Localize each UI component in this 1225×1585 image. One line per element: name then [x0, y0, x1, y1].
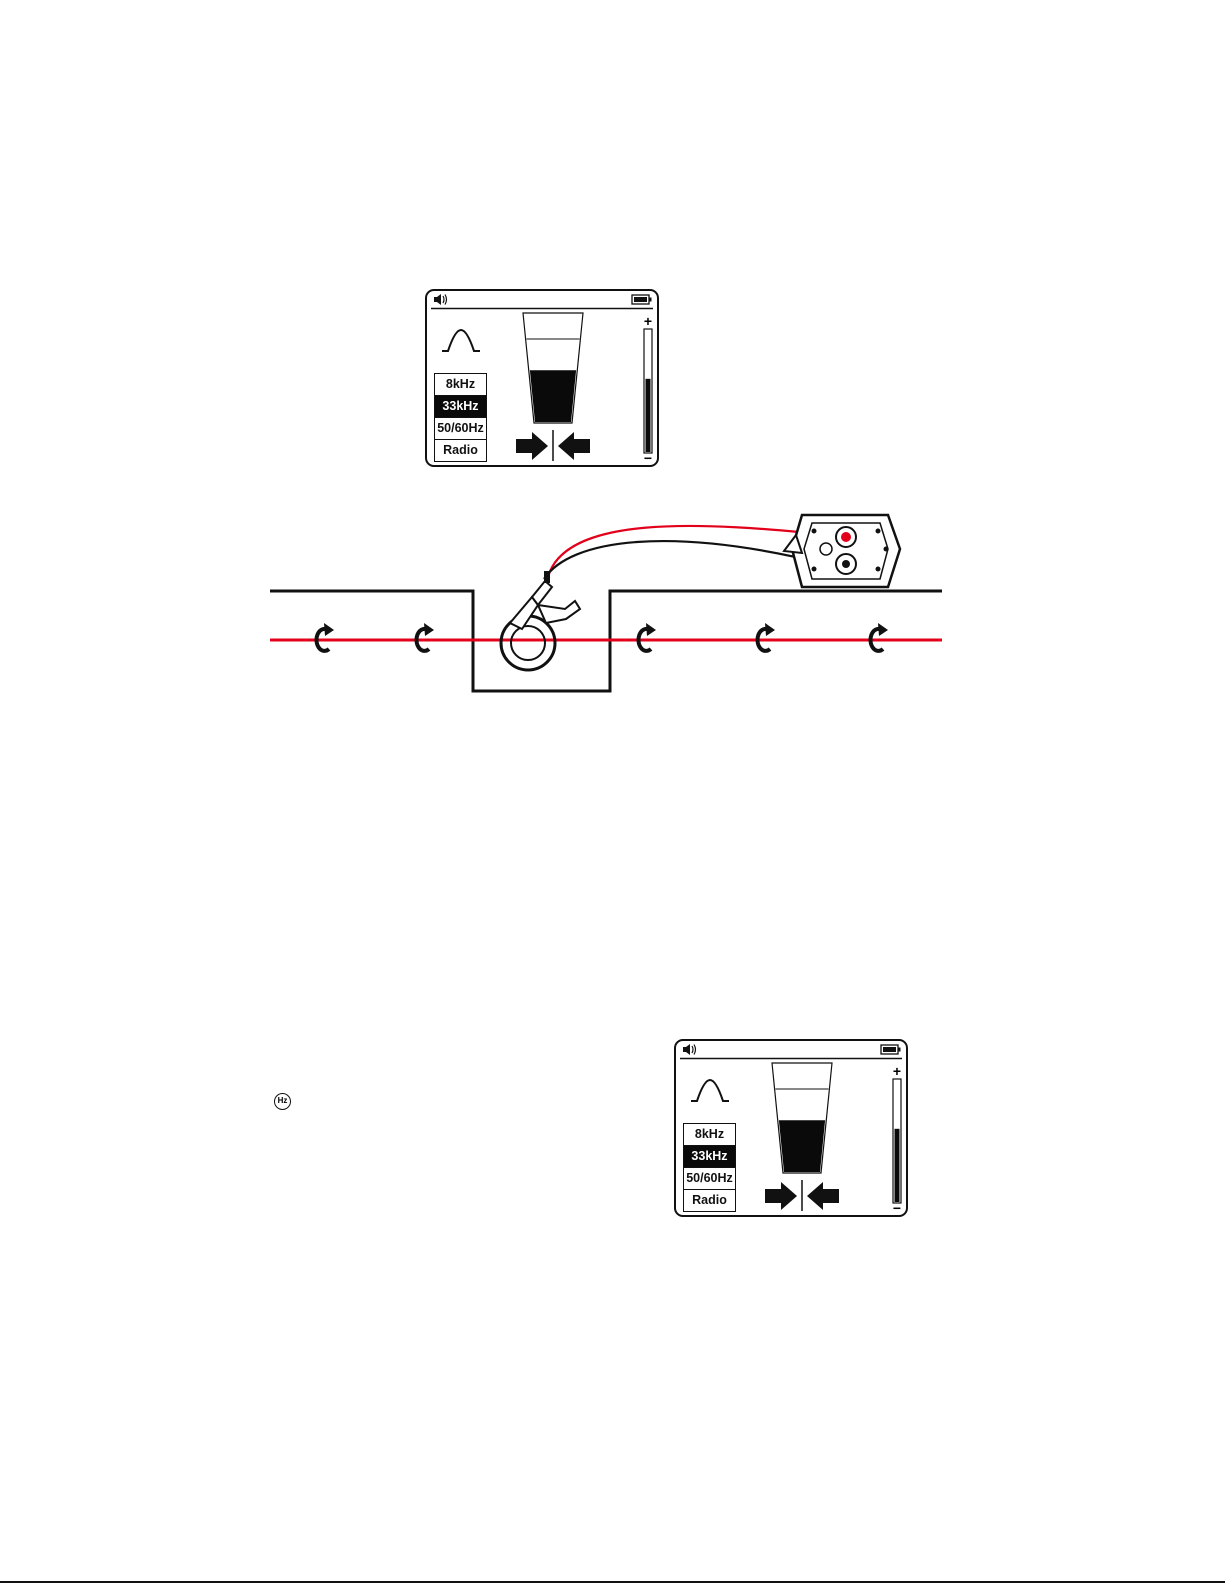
signal-clamp-icon — [501, 571, 580, 670]
page-bottom-rule — [0, 1581, 1225, 1583]
peak-mode-icon — [691, 1080, 729, 1101]
battery-icon — [632, 295, 652, 304]
battery-icon — [881, 1045, 901, 1054]
receiver-display-bottom: + − 8kHz 33kHz 50/60Hz Radio — [674, 1039, 908, 1217]
signal-strength-fill — [779, 1120, 825, 1172]
left-arrow-icon — [765, 1182, 797, 1210]
gain-plus-label: + — [644, 313, 652, 329]
field-mark-1 — [317, 623, 334, 651]
field-mark-5 — [871, 623, 888, 651]
gain-plus-label: + — [893, 1063, 901, 1079]
field-direction-marks — [317, 623, 888, 651]
transmitter-icon — [784, 515, 900, 587]
gain-meter-fill — [895, 1129, 900, 1202]
signal-strength-fill — [530, 370, 576, 422]
freq-option-radio[interactable]: Radio — [684, 1189, 735, 1211]
speaker-icon — [434, 294, 447, 305]
freq-option-8khz[interactable]: 8kHz — [684, 1124, 735, 1145]
frequency-hz-icon: Hz — [274, 1093, 291, 1110]
frequency-list: 8kHz 33kHz 50/60Hz Radio — [434, 373, 487, 462]
speaker-icon — [683, 1044, 696, 1055]
field-mark-4 — [758, 623, 775, 651]
clamp-connection-scene — [270, 497, 942, 697]
receiver-display-top: + − 8kHz 33kHz 50/60Hz Radio — [425, 289, 659, 467]
right-arrow-icon — [558, 432, 590, 460]
freq-option-33khz[interactable]: 33kHz — [684, 1145, 735, 1167]
field-mark-3 — [639, 623, 656, 651]
field-mark-2 — [417, 623, 434, 651]
right-arrow-icon — [807, 1182, 839, 1210]
freq-option-50-60hz[interactable]: 50/60Hz — [435, 417, 486, 439]
frequency-list: 8kHz 33kHz 50/60Hz Radio — [683, 1123, 736, 1212]
peak-mode-icon — [442, 330, 480, 351]
freq-option-50-60hz[interactable]: 50/60Hz — [684, 1167, 735, 1189]
freq-option-8khz[interactable]: 8kHz — [435, 374, 486, 395]
gain-meter-fill — [646, 379, 651, 452]
freq-option-radio[interactable]: Radio — [435, 439, 486, 461]
left-arrow-icon — [516, 432, 548, 460]
freq-option-33khz[interactable]: 33kHz — [435, 395, 486, 417]
